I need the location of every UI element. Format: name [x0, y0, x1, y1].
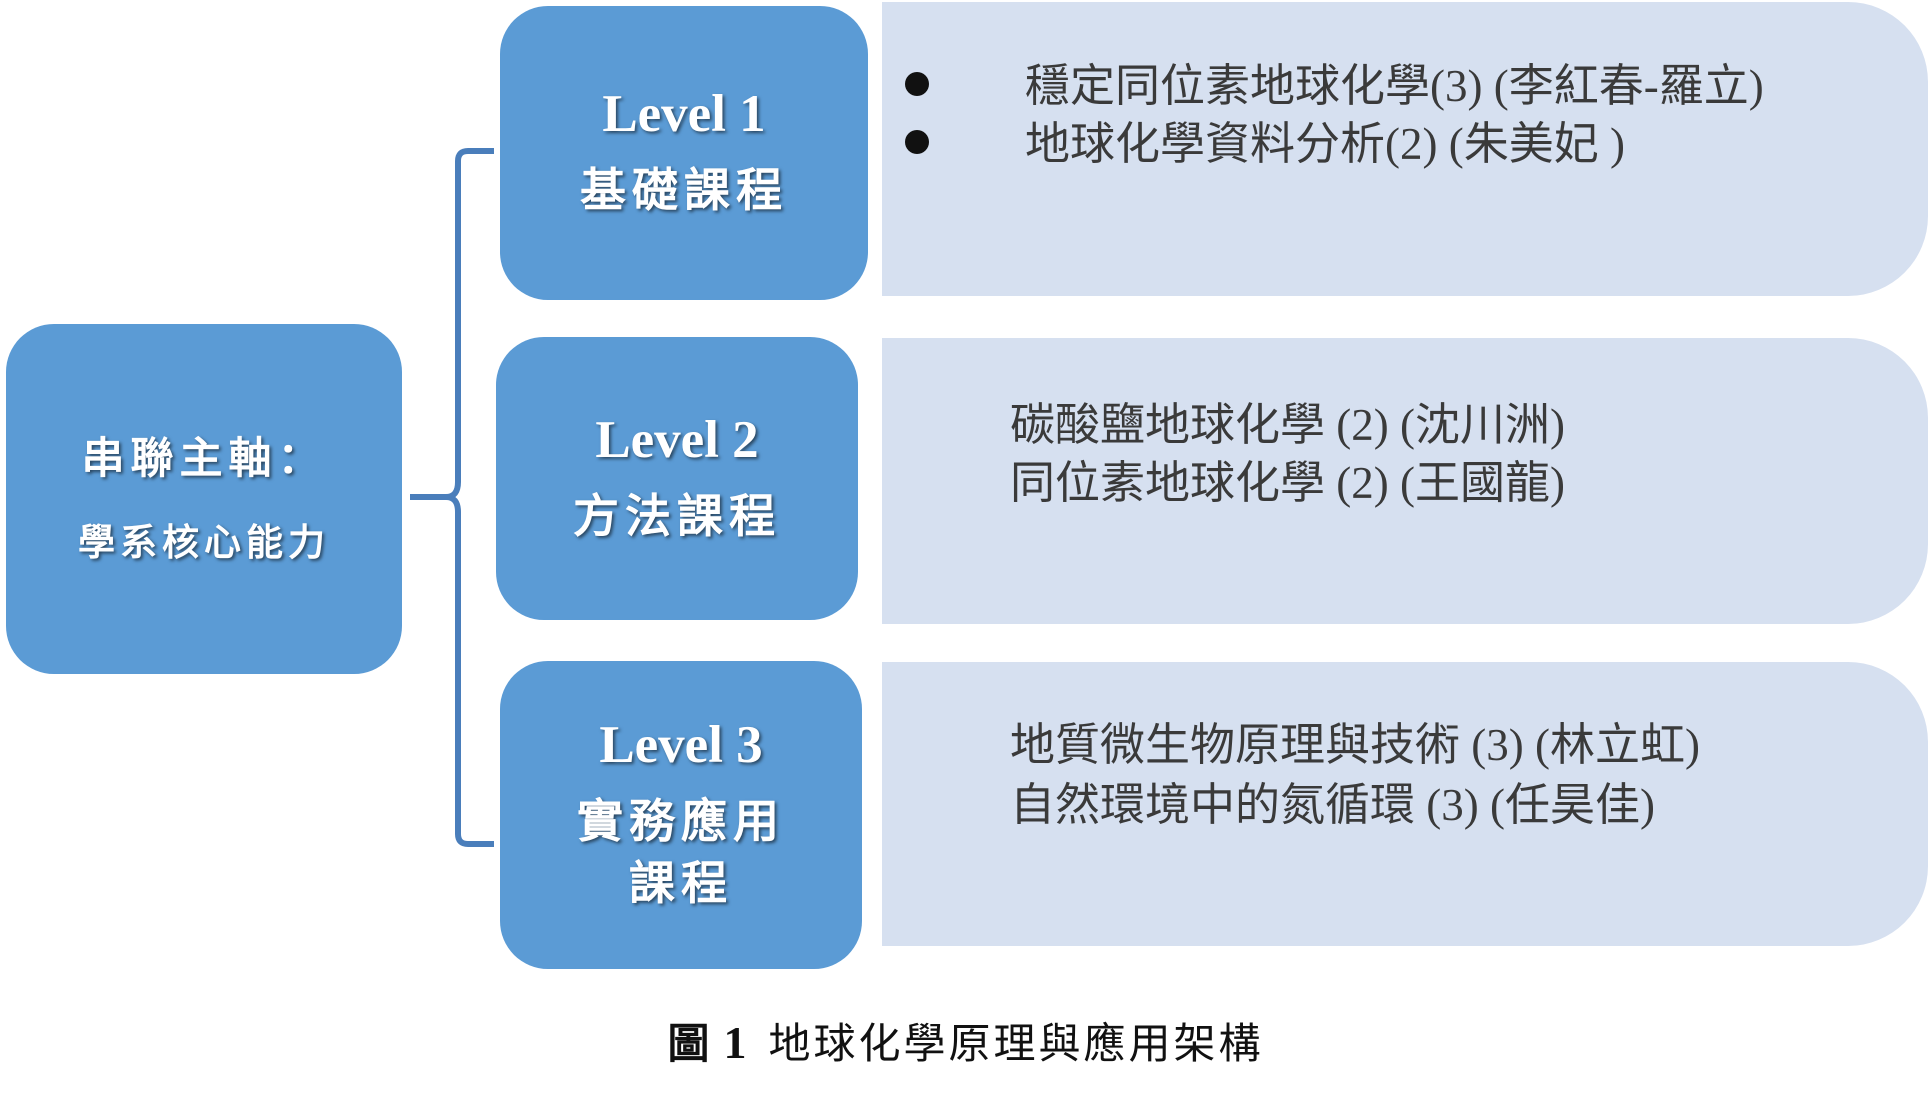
level1-bullet-1: [905, 72, 929, 96]
level1-category: 基礎課程: [580, 163, 788, 218]
core-competency-line1: 串聯主軸：: [81, 434, 327, 484]
level3-box: Level 3 實務應用 課程: [500, 661, 862, 969]
level2-course-1: 碳酸鹽地球化學 (2) (沈川洲): [1010, 400, 1565, 450]
level1-course-2: 地球化學資料分析(2) (朱美妃 ): [1025, 119, 1625, 169]
level3-course-panel: [882, 662, 1928, 946]
figure-title: 地球化學原理與應用架構: [768, 1019, 1264, 1068]
level1-bullet-2: [905, 130, 929, 154]
level1-label: Level 1: [602, 85, 766, 144]
level3-category: 實務應用: [577, 794, 785, 849]
level3-category-line2: 課程: [629, 856, 733, 911]
level1-course-1: 穩定同位素地球化學(3) (李紅春-羅立): [1025, 61, 1764, 111]
level2-label: Level 2: [595, 410, 759, 469]
level2-category: 方法課程: [573, 488, 781, 543]
core-competency-line2: 學系核心能力: [78, 520, 330, 565]
level2-course-panel: [882, 338, 1928, 624]
level2-box: Level 2 方法課程: [496, 337, 858, 620]
level3-course-2: 自然環境中的氮循環 (3) (任昊佳): [1010, 780, 1655, 830]
level3-label: Level 3: [599, 716, 763, 775]
figure-number: 1: [723, 1017, 747, 1068]
level1-box: Level 1 基礎課程: [500, 6, 868, 300]
figure-label: 圖: [667, 1019, 710, 1068]
level2-course-2: 同位素地球化學 (2) (王國龍): [1010, 458, 1565, 508]
level1-course-panel: [882, 2, 1928, 296]
core-competency-box: 串聯主軸： 學系核心能力: [6, 324, 402, 674]
level3-course-1: 地質微生物原理與技術 (3) (林立虹): [1010, 720, 1700, 770]
